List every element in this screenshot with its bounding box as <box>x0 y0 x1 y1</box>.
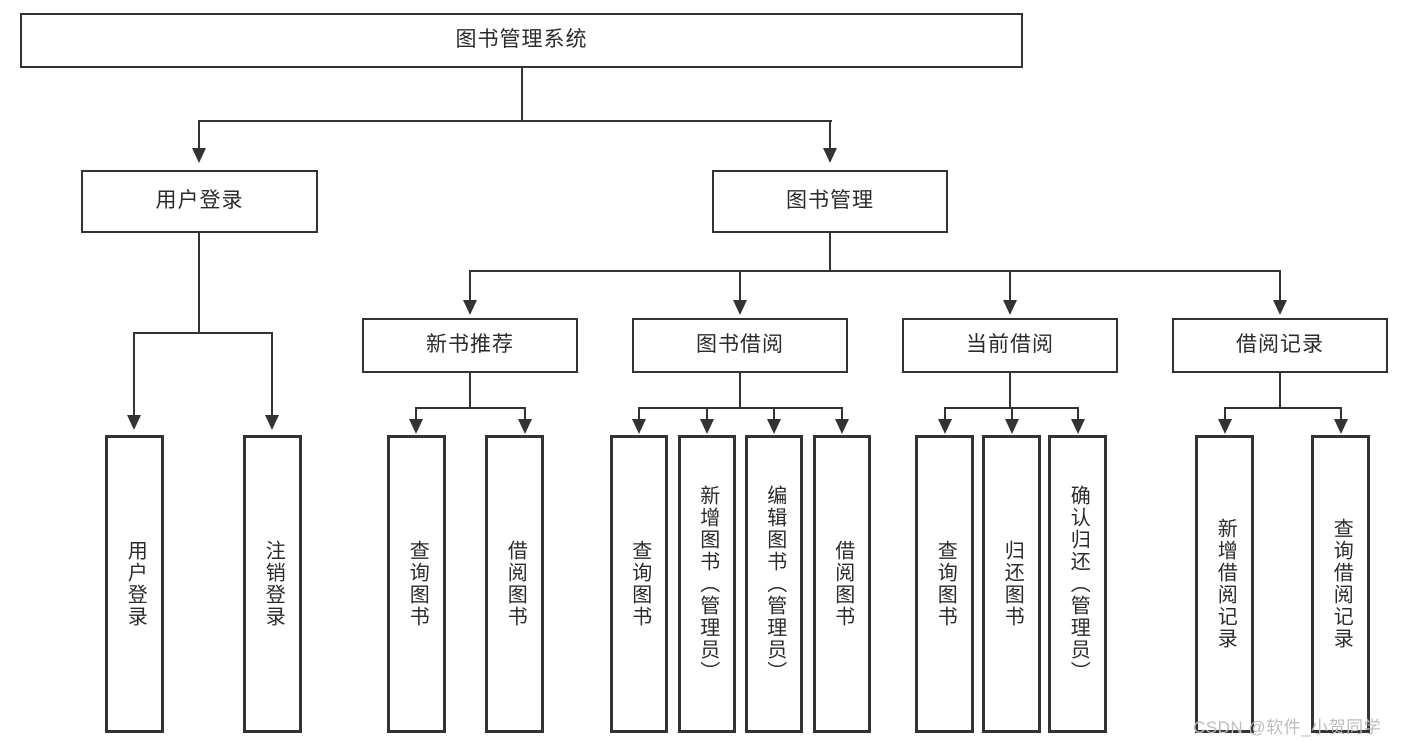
arrow-root-to-user-login <box>192 148 206 163</box>
arrow-cb-leaf-3 <box>1071 419 1085 434</box>
node-root-label: 图书管理系统 <box>455 28 588 52</box>
leaf-query-book-2[interactable]: 查询图书 <box>610 435 668 733</box>
leaf-confirm-return[interactable]: 确认归还（管理员） <box>1048 435 1107 733</box>
leaf-user-login-label: 用户登录 <box>124 540 147 628</box>
connector-br-bar <box>1224 407 1342 409</box>
connector-book-manage-stem <box>829 233 831 271</box>
node-book-manage-label: 图书管理 <box>786 189 874 213</box>
leaf-query-book-3[interactable]: 查询图书 <box>915 435 974 733</box>
connector-bm-to-book-borrow <box>739 270 741 302</box>
leaf-query-book-2-label: 查询图书 <box>628 540 651 628</box>
connector-bm-to-borrow-record <box>1279 270 1281 302</box>
arrow-user-login-leaf-2 <box>265 415 279 430</box>
connector-bb-stem <box>739 373 741 408</box>
connector-bb-leaf-1 <box>638 407 640 421</box>
node-new-book-recommend[interactable]: 新书推荐 <box>362 318 578 373</box>
leaf-edit-book-label: 编辑图书（管理员） <box>763 485 786 683</box>
leaf-return-book[interactable]: 归还图书 <box>982 435 1041 733</box>
leaf-user-logout-label: 注销登录 <box>262 540 285 628</box>
arrow-bb-leaf-2 <box>700 419 714 434</box>
arrow-user-login-leaf-1 <box>127 415 141 430</box>
connector-bm-to-new-book <box>469 270 471 302</box>
node-book-manage[interactable]: 图书管理 <box>712 170 948 233</box>
arrow-bb-leaf-3 <box>767 419 781 434</box>
arrow-bm-to-current-borrow <box>1003 300 1017 315</box>
connector-cb-leaf-2 <box>1011 407 1013 421</box>
leaf-user-logout[interactable]: 注销登录 <box>243 435 302 733</box>
arrow-bb-leaf-4 <box>835 419 849 434</box>
node-borrow-record-label: 借阅记录 <box>1236 333 1324 357</box>
arrow-br-leaf-2 <box>1334 419 1348 434</box>
leaf-return-book-label: 归还图书 <box>1001 540 1024 628</box>
node-borrow-record[interactable]: 借阅记录 <box>1172 318 1388 373</box>
connector-root-stem <box>521 68 523 121</box>
arrow-nbr-leaf-1 <box>409 419 423 434</box>
arrow-br-leaf-1 <box>1218 419 1232 434</box>
connector-br-stem <box>1279 373 1281 408</box>
leaf-edit-book[interactable]: 编辑图书（管理员） <box>745 435 803 733</box>
node-book-borrow[interactable]: 图书借阅 <box>632 318 848 373</box>
connector-root-bar <box>198 120 832 122</box>
connector-bb-bar <box>638 407 843 409</box>
arrow-bm-to-book-borrow <box>733 300 747 315</box>
leaf-add-record-label: 新增借阅记录 <box>1214 518 1237 650</box>
arrow-bm-to-borrow-record <box>1273 300 1287 315</box>
node-book-borrow-label: 图书借阅 <box>696 333 784 357</box>
connector-book-manage-bar <box>469 270 1281 272</box>
leaf-query-book-1[interactable]: 查询图书 <box>387 435 446 733</box>
leaf-borrow-book-2-label: 借阅图书 <box>831 540 854 628</box>
connector-root-to-book-manage <box>829 120 831 150</box>
leaf-borrow-book-1[interactable]: 借阅图书 <box>485 435 544 733</box>
leaf-confirm-return-label: 确认归还（管理员） <box>1067 485 1090 683</box>
leaf-add-book-label: 新增图书（管理员） <box>696 485 719 683</box>
leaf-borrow-book-2[interactable]: 借阅图书 <box>813 435 871 733</box>
node-user-login-label: 用户登录 <box>155 189 244 213</box>
connector-user-login-bar <box>133 332 272 334</box>
node-current-borrow[interactable]: 当前借阅 <box>902 318 1118 373</box>
leaf-query-record-label: 查询借阅记录 <box>1330 518 1353 650</box>
connector-user-login-stem <box>198 233 200 333</box>
connector-br-leaf-2 <box>1340 407 1342 421</box>
connector-bb-leaf-3 <box>773 407 775 421</box>
leaf-add-book[interactable]: 新增图书（管理员） <box>678 435 736 733</box>
connector-nbr-leaf-1 <box>415 407 417 421</box>
connector-cb-stem <box>1009 373 1011 408</box>
leaf-query-book-1-label: 查询图书 <box>406 540 429 628</box>
arrow-cb-leaf-1 <box>938 419 952 434</box>
arrow-root-to-book-manage <box>823 148 837 163</box>
connector-user-login-leaf-1 <box>133 332 135 417</box>
leaf-user-login[interactable]: 用户登录 <box>105 435 164 733</box>
connector-user-login-leaf-2 <box>271 332 273 417</box>
node-new-book-recommend-label: 新书推荐 <box>426 333 514 357</box>
arrow-cb-leaf-2 <box>1005 419 1019 434</box>
leaf-borrow-book-1-label: 借阅图书 <box>504 540 527 628</box>
node-current-borrow-label: 当前借阅 <box>966 333 1054 357</box>
leaf-add-record[interactable]: 新增借阅记录 <box>1195 435 1254 733</box>
leaf-query-record[interactable]: 查询借阅记录 <box>1311 435 1370 733</box>
arrow-bm-to-new-book <box>463 300 477 315</box>
connector-bb-leaf-2 <box>706 407 708 421</box>
connector-bm-to-current-borrow <box>1009 270 1011 302</box>
node-user-login[interactable]: 用户登录 <box>81 170 318 233</box>
connector-bb-leaf-4 <box>841 407 843 421</box>
watermark-text: CSDN @软件_小贺同学 <box>1193 718 1382 737</box>
connector-nbr-bar <box>415 407 525 409</box>
connector-cb-leaf-3 <box>1077 407 1079 421</box>
arrow-nbr-leaf-2 <box>518 419 532 434</box>
connector-br-leaf-1 <box>1224 407 1226 421</box>
arrow-bb-leaf-1 <box>632 419 646 434</box>
connector-nbr-stem <box>469 373 471 408</box>
leaf-query-book-3-label: 查询图书 <box>934 540 957 628</box>
connector-nbr-leaf-2 <box>524 407 526 421</box>
connector-cb-leaf-1 <box>944 407 946 421</box>
node-root[interactable]: 图书管理系统 <box>20 13 1023 68</box>
connector-root-to-user-login <box>198 120 200 150</box>
